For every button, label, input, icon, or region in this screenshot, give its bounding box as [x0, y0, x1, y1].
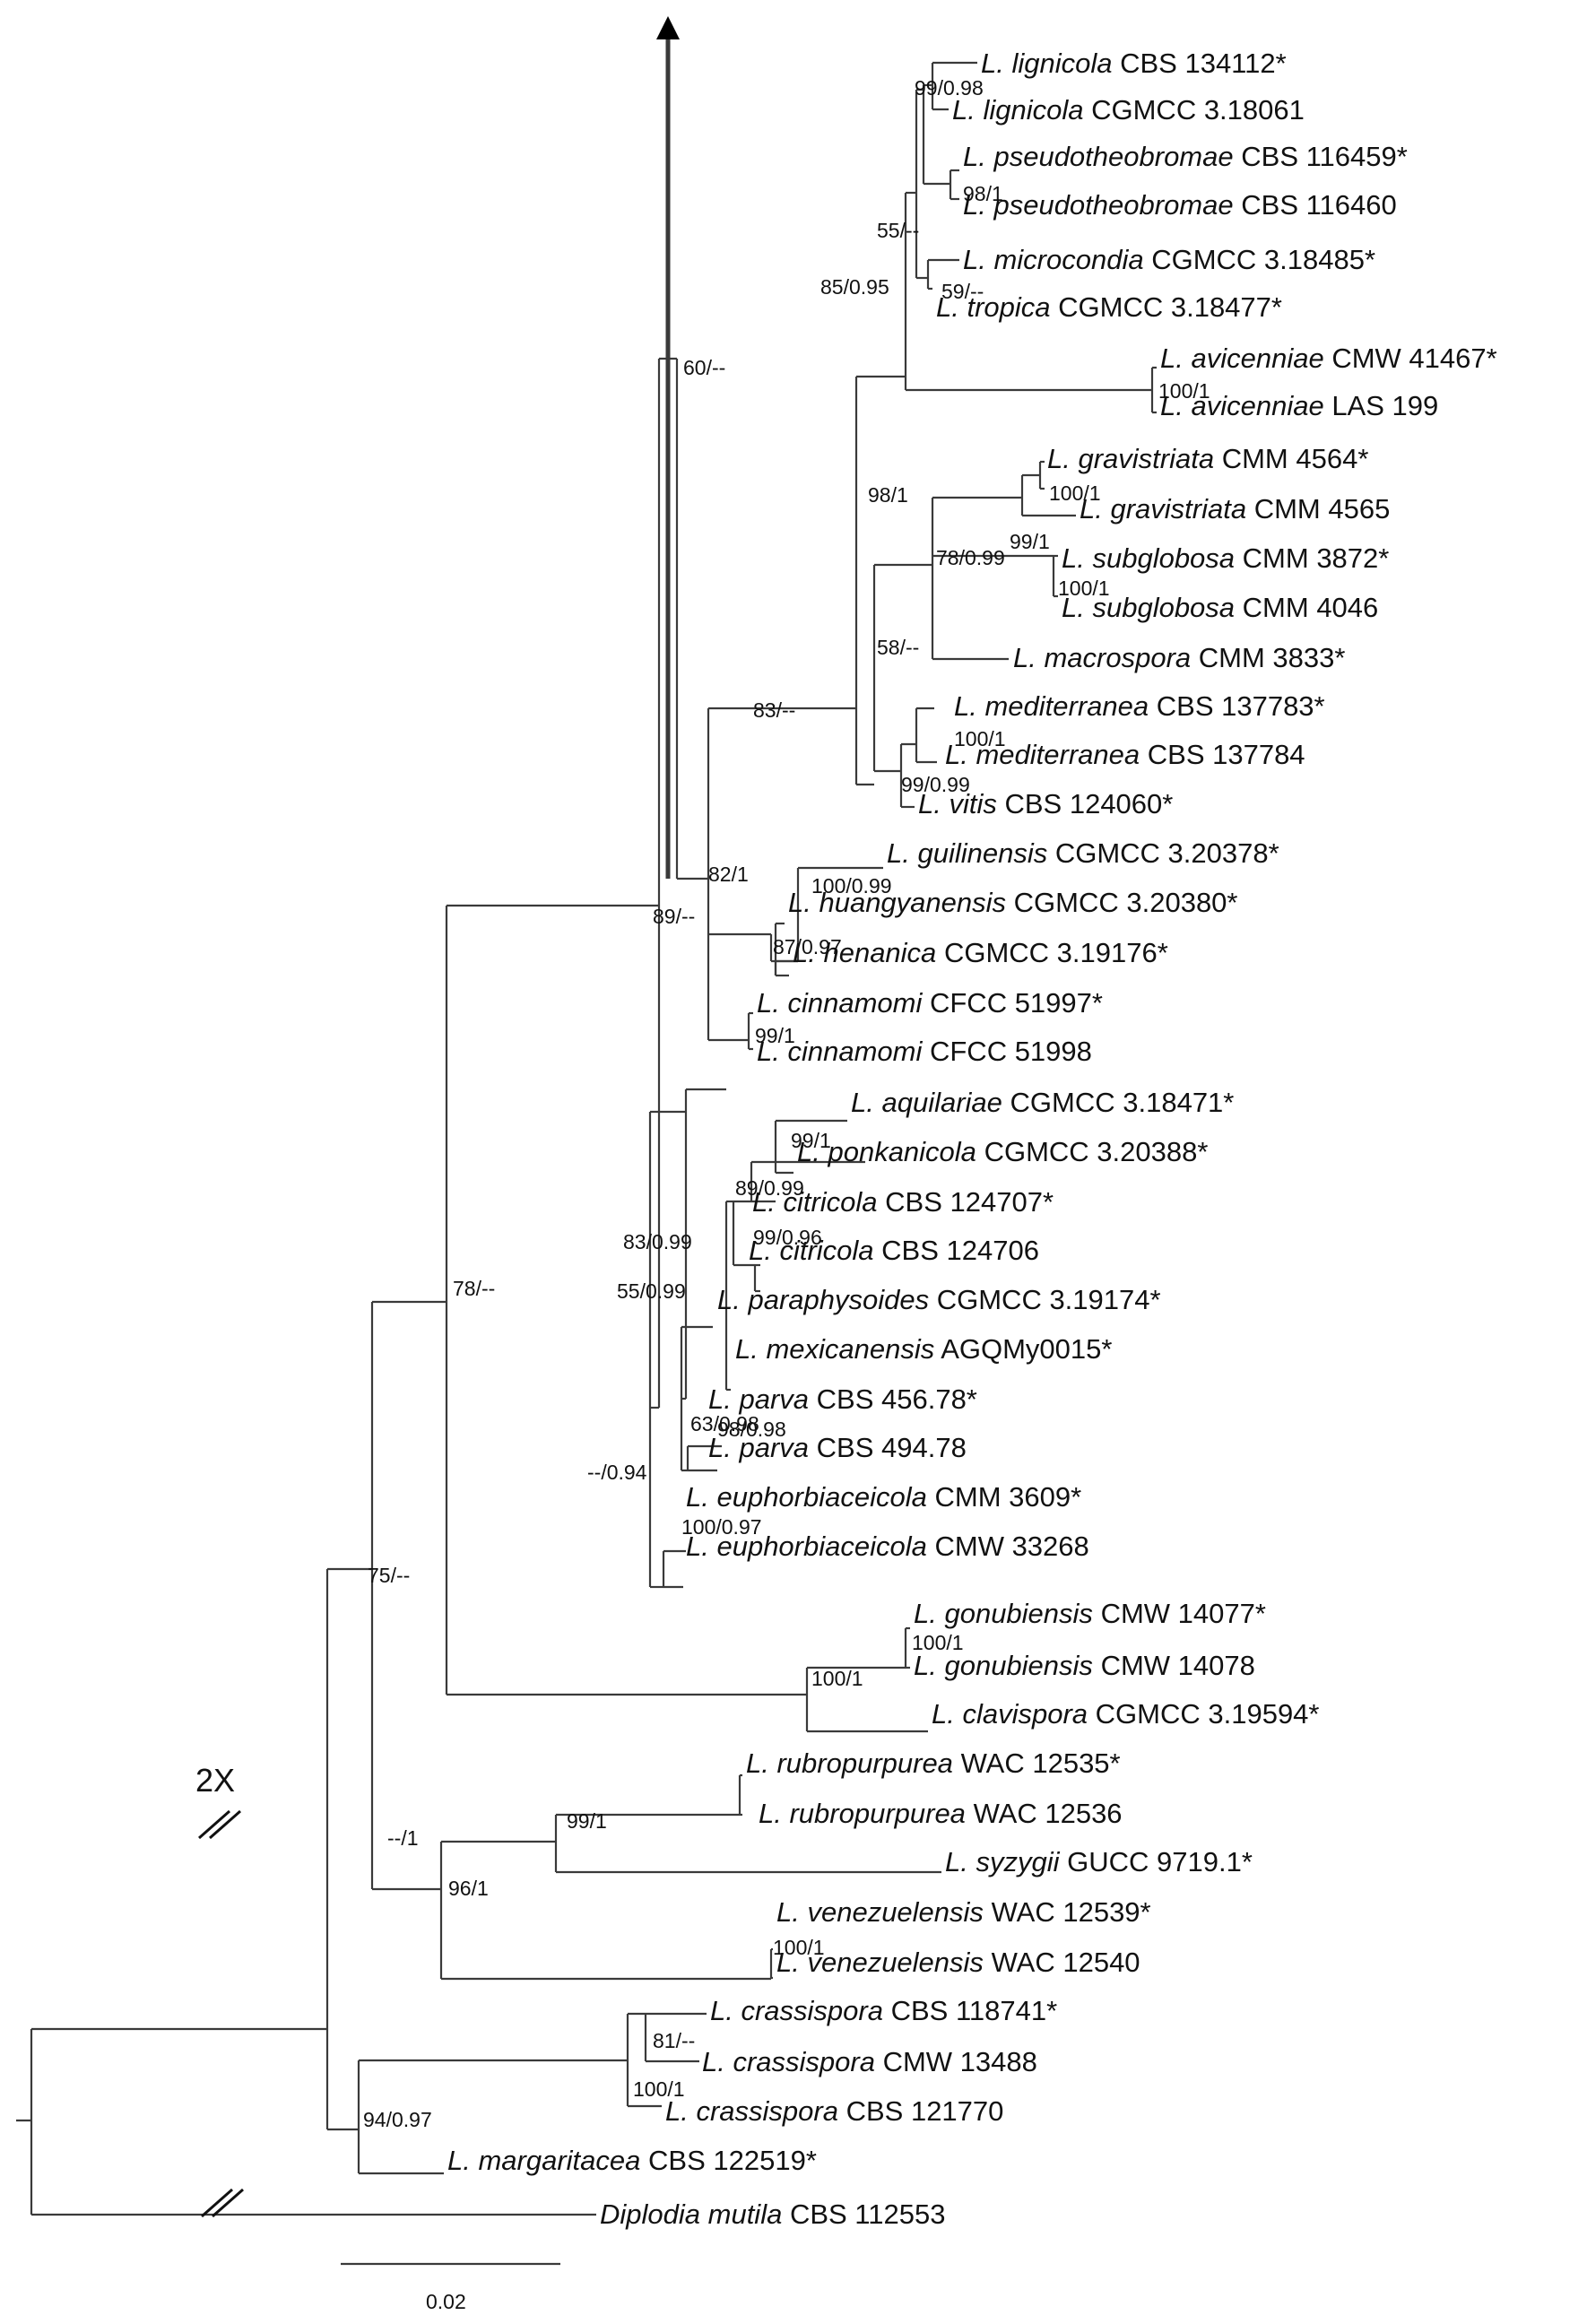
taxon-label: L. microcondia CGMCC 3.18485* [963, 244, 1375, 275]
taxon-label: L. citricola CBS 124706 [749, 1235, 1039, 1266]
taxon-label: L. pseudotheobromae CBS 116459* [963, 141, 1408, 172]
taxon-label: L. vitis CBS 124060* [918, 788, 1173, 819]
taxon-label: L. venezuelensis WAC 12540 [776, 1947, 1140, 1978]
support-value: --/0.94 [587, 1461, 647, 1484]
support-value: 60/-- [683, 356, 725, 379]
taxon-label: L. gonubiensis CMW 14077* [914, 1598, 1266, 1629]
support-values: 99/0.98 98/1 55/-- 59/-- 85/0.95 100/1 6… [363, 76, 1210, 2131]
taxon-label: L. margaritacea CBS 122519* [447, 2145, 817, 2176]
taxon-label: L. mediterranea CBS 137784 [945, 739, 1305, 770]
taxon-label: L. gravistriata CMM 4564* [1047, 443, 1368, 474]
support-value: 85/0.95 [820, 275, 889, 299]
taxon-label: L. cinnamomi CFCC 51997* [757, 987, 1103, 1019]
support-value: 99/1 [755, 1024, 795, 1047]
support-value: 83/-- [753, 698, 795, 722]
support-value: 99/1 [1010, 530, 1050, 553]
taxon-label: L. crassispora CMW 13488 [702, 2046, 1037, 2077]
taxon-label: L. avicenniae LAS 199 [1160, 390, 1438, 421]
support-value: 58/-- [877, 636, 919, 659]
taxon-label: L. aquilariae CGMCC 3.18471* [851, 1087, 1234, 1118]
taxon-label: L. euphorbiaceicola CMM 3609* [686, 1481, 1081, 1513]
taxon-label: L. euphorbiaceicola CMW 33268 [686, 1531, 1089, 1562]
taxon-label: L. ponkanicola CGMCC 3.20388* [797, 1136, 1208, 1167]
taxon-label: L. henanica CGMCC 3.19176* [793, 937, 1168, 968]
arrow-head [656, 16, 680, 39]
support-value: 98/1 [868, 483, 908, 507]
support-value: 59/-- [941, 280, 984, 303]
taxon-labels: L. lignicola CBS 134112* L. lignicola CG… [447, 48, 1497, 2230]
support-value: 94/0.97 [363, 2108, 432, 2131]
support-value: 63/0.98 [690, 1412, 759, 1435]
support-value: 100/1 [633, 2077, 685, 2101]
taxon-label: L. gonubiensis CMW 14078 [914, 1650, 1255, 1681]
support-value: 99/0.96 [753, 1226, 822, 1249]
support-value: 82/1 [708, 863, 749, 886]
support-value: 100/1 [1058, 577, 1110, 600]
taxon-label: L. crassispora CBS 118741* [710, 1995, 1057, 2026]
support-value: 78/-- [453, 1277, 495, 1300]
support-value: 100/1 [811, 1667, 863, 1690]
support-value: 100/0.97 [681, 1515, 762, 1539]
support-value: 83/0.99 [623, 1230, 692, 1253]
taxon-label: L. cinnamomi CFCC 51998 [757, 1036, 1092, 1067]
support-value: 100/1 [773, 1936, 825, 1959]
taxon-label: L. tropica CGMCC 3.18477* [936, 291, 1282, 323]
support-value: 99/0.99 [901, 773, 970, 796]
scale-bar-label: 0.02 [426, 2290, 466, 2313]
support-value: 100/1 [1049, 481, 1101, 505]
scale-bar: 0.02 [341, 2262, 560, 2313]
support-value: 98/1 [963, 182, 1003, 205]
support-value: --/1 [387, 1826, 419, 1850]
support-value: 100/0.99 [811, 874, 892, 898]
taxon-label: L. subglobosa CMM 4046 [1062, 592, 1378, 623]
support-value: 99/0.98 [915, 76, 984, 100]
tree-branches [16, 16, 1157, 2216]
taxon-label: L. pseudotheobromae CBS 116460 [963, 189, 1397, 221]
taxon-label: L. mediterranea CBS 137783* [954, 690, 1325, 722]
taxon-label: L. clavispora CGMCC 3.19594* [932, 1698, 1320, 1730]
taxon-label: L. macrospora CMM 3833* [1013, 642, 1345, 673]
support-value: 89/0.99 [735, 1176, 804, 1200]
support-value: 89/-- [653, 905, 695, 928]
taxon-label: L. lignicola CBS 134112* [981, 48, 1287, 79]
support-value: 99/1 [567, 1809, 607, 1833]
taxon-label: L. parva CBS 494.78 [708, 1432, 967, 1463]
support-value: 81/-- [653, 2029, 695, 2052]
support-value: 87/0.97 [773, 935, 842, 958]
taxon-label: L. parva CBS 456.78* [708, 1383, 977, 1415]
branch-break-marks [198, 1809, 244, 2218]
taxon-label: L. rubropurpurea WAC 12536 [759, 1798, 1123, 1829]
support-value: 75/-- [368, 1564, 410, 1587]
taxon-label: L. crassispora CBS 121770 [665, 2095, 1003, 2127]
support-value: 100/1 [954, 727, 1006, 750]
break-label: 2X [195, 1762, 235, 1799]
taxon-label: L. guilinensis CGMCC 3.20378* [887, 837, 1279, 869]
taxon-label: L. rubropurpurea WAC 12535* [746, 1747, 1121, 1779]
taxon-label: L. gravistriata CMM 4565 [1080, 493, 1390, 525]
support-value: 96/1 [448, 1877, 489, 1900]
support-value: 55/-- [877, 219, 919, 242]
support-value: 78/0.99 [936, 546, 1005, 569]
taxon-label-outgroup: Diplodia mutila CBS 112553 [600, 2198, 945, 2230]
support-value: 100/1 [912, 1631, 964, 1654]
taxon-label: L. citricola CBS 124707* [752, 1186, 1054, 1218]
taxon-label: L. huangyanensis CGMCC 3.20380* [788, 887, 1238, 918]
taxon-label: L. syzygii GUCC 9719.1* [945, 1846, 1253, 1877]
taxon-label: L. avicenniae CMW 41467* [1160, 343, 1497, 374]
taxon-label: L. mexicanensis AGQMy0015* [735, 1333, 1112, 1365]
taxon-label: L. venezuelensis WAC 12539* [776, 1896, 1151, 1928]
taxon-label: L. lignicola CGMCC 3.18061 [952, 94, 1305, 126]
taxon-label: L. paraphysoides CGMCC 3.19174* [717, 1284, 1161, 1315]
support-value: 100/1 [1158, 379, 1210, 403]
taxon-label: L. subglobosa CMM 3872* [1062, 542, 1389, 574]
support-value: 99/1 [791, 1129, 831, 1152]
support-value: 98/0.98 [717, 1418, 786, 1441]
support-value: 55/0.99 [617, 1279, 686, 1303]
